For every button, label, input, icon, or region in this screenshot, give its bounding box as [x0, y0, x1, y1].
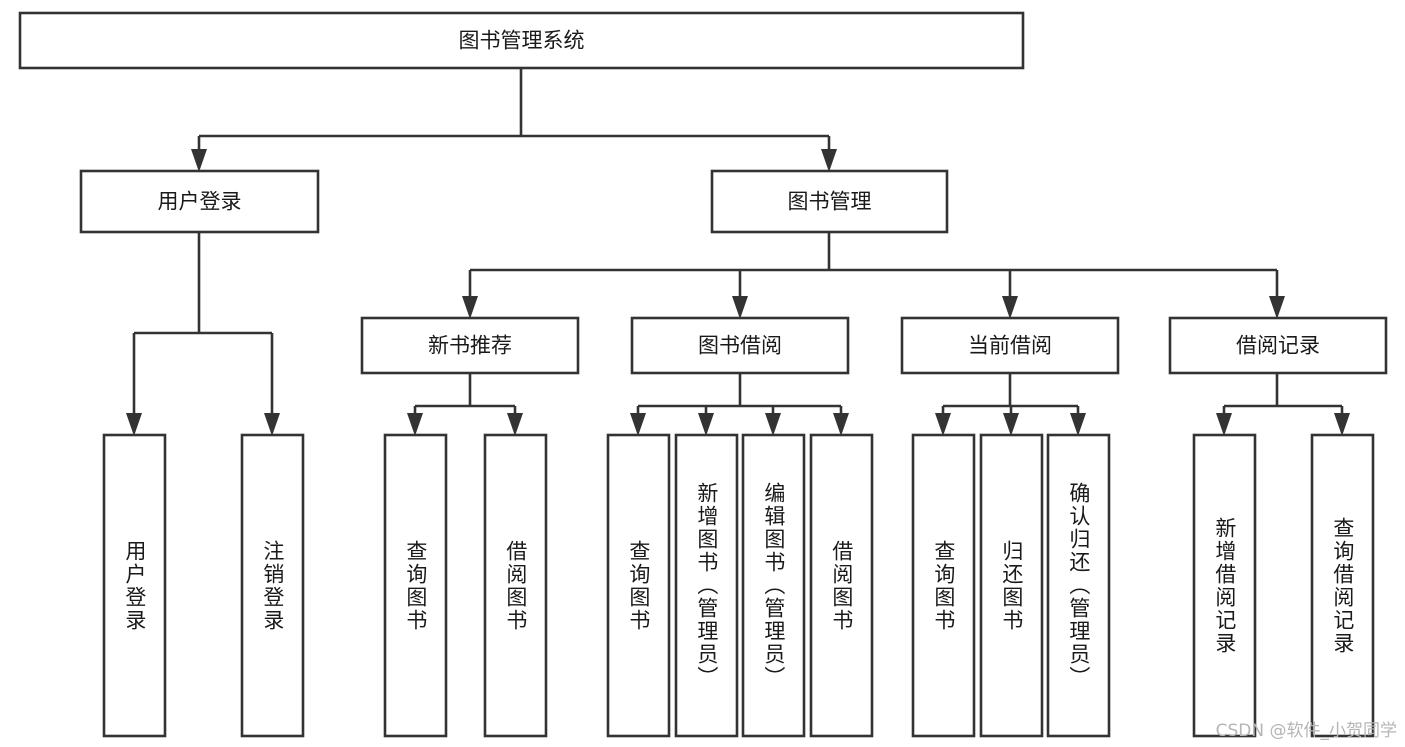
node-box-leaf-query-record[interactable] — [1310, 433, 1375, 738]
connector-arrowhead — [765, 413, 781, 436]
connector-arrowhead — [191, 149, 207, 172]
node-label-book-borrow: 图书借阅 — [698, 334, 782, 358]
node-label-root: 图书管理系统 — [459, 29, 585, 53]
node-box-current-borrow[interactable] — [900, 316, 1120, 375]
node-label-new-book-recommend: 新书推荐 — [428, 334, 512, 358]
connector-group-new-book-recommend-bus — [407, 373, 523, 436]
connector-arrowhead — [1002, 296, 1018, 319]
watermark-text: CSDN @软件_小贺同学 — [1215, 721, 1397, 741]
node-box-root[interactable] — [18, 11, 1025, 70]
connector-group-current-borrow-bus — [935, 373, 1086, 436]
node-box-user-login[interactable] — [79, 169, 320, 234]
node-box-leaf-return-book[interactable] — [979, 433, 1044, 738]
node-box-leaf-query-book-cur[interactable] — [911, 433, 976, 738]
node-box-book-borrow[interactable] — [630, 316, 850, 375]
node-box-leaf-logout[interactable] — [240, 433, 305, 738]
connector-arrowhead — [462, 296, 478, 319]
connector-arrowhead — [732, 296, 748, 319]
connector-arrowhead — [507, 413, 523, 436]
node-label-borrow-record: 借阅记录 — [1236, 334, 1320, 358]
node-box-new-book-recommend[interactable] — [360, 316, 580, 375]
node-box-leaf-borrow-book[interactable] — [809, 433, 874, 738]
connector-arrowhead — [1216, 413, 1232, 436]
connector-arrowhead — [407, 413, 423, 436]
connector-arrowhead — [935, 413, 951, 436]
node-box-book-manage[interactable] — [710, 169, 949, 234]
connector-group-book-borrow-bus — [630, 373, 849, 436]
connector-group-root-bus — [191, 68, 837, 172]
connector-arrowhead — [1003, 413, 1019, 436]
connector-arrowhead — [630, 413, 646, 436]
connector-arrowhead — [698, 413, 714, 436]
boxes-layer — [18, 11, 1388, 738]
connector-group-book-manage-bus — [462, 232, 1285, 319]
connector-arrowhead — [821, 149, 837, 172]
node-label-current-borrow: 当前借阅 — [968, 334, 1052, 358]
connector-group-user-login-bus — [126, 232, 280, 436]
node-box-leaf-query-book-rec[interactable] — [383, 433, 448, 738]
connector-arrowhead — [833, 413, 849, 436]
connectors-layer — [126, 68, 1350, 436]
node-box-leaf-confirm-return[interactable] — [1046, 433, 1111, 738]
connector-group-borrow-record-bus — [1216, 373, 1350, 436]
connector-arrowhead — [126, 413, 142, 436]
connector-arrowhead — [1070, 413, 1086, 436]
node-label-book-manage: 图书管理 — [788, 190, 872, 214]
connector-arrowhead — [264, 413, 280, 436]
node-box-leaf-user-login[interactable] — [102, 433, 167, 738]
node-box-leaf-add-record[interactable] — [1192, 433, 1257, 738]
node-box-leaf-query-book-borrow[interactable] — [606, 433, 671, 738]
node-box-leaf-edit-book[interactable] — [741, 433, 806, 738]
node-box-leaf-borrow-book-rec[interactable] — [483, 433, 548, 738]
connector-arrowhead — [1269, 296, 1285, 319]
node-label-user-login: 用户登录 — [158, 190, 242, 214]
node-box-borrow-record[interactable] — [1168, 316, 1388, 375]
node-box-leaf-add-book[interactable] — [674, 433, 739, 738]
connector-arrowhead — [1334, 413, 1350, 436]
